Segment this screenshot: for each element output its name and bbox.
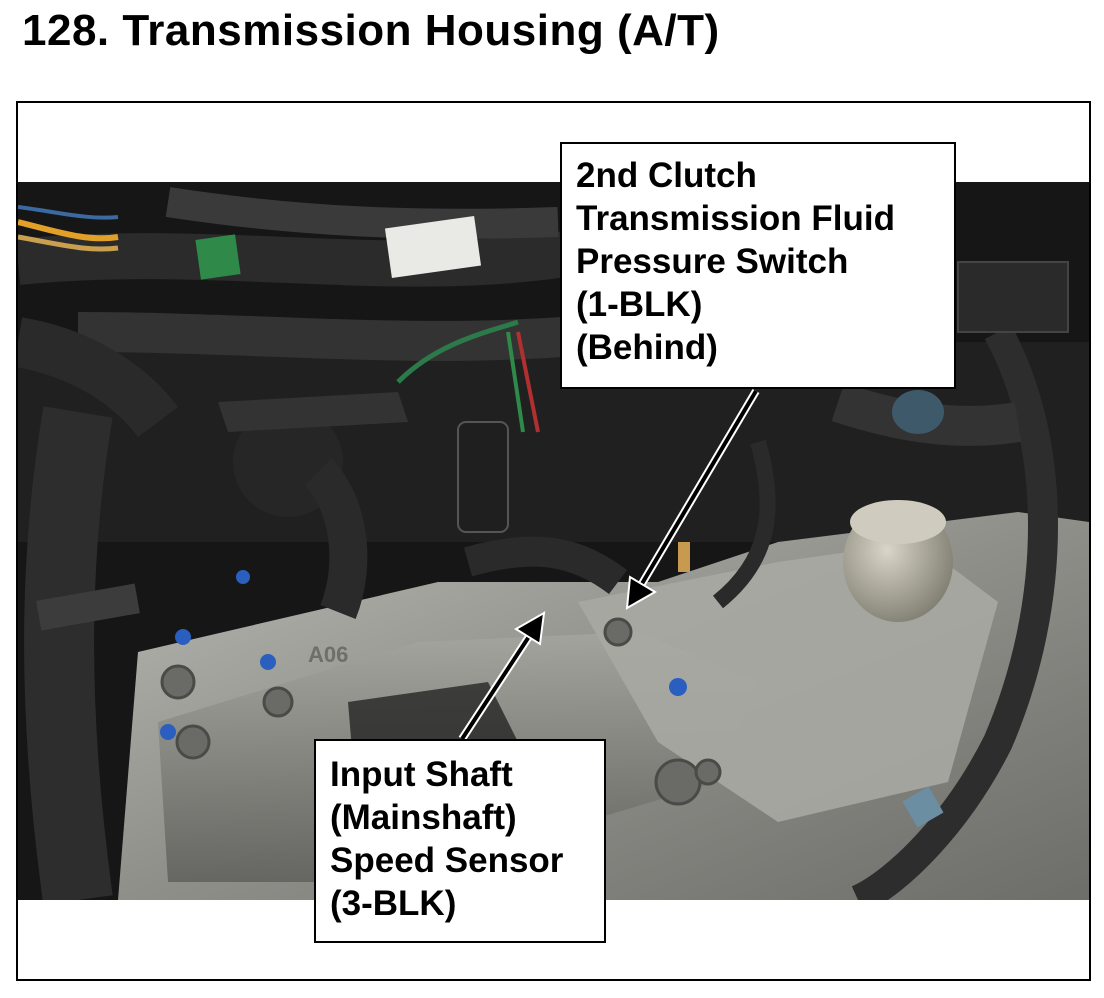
callout-line: Speed Sensor (330, 841, 564, 880)
callout-line: (Mainshaft) (330, 798, 517, 837)
callout-line: (Behind) (576, 328, 718, 367)
callout-line: Pressure Switch (576, 242, 849, 281)
callout-line: (1-BLK) (576, 285, 703, 324)
embossed-housing-text: A06 (308, 642, 348, 667)
callout-line: (3-BLK) (330, 884, 457, 923)
figure-frame: A06 (16, 101, 1091, 981)
callout-line: Input Shaft (330, 755, 513, 794)
callout-line: Transmission Fluid (576, 199, 895, 238)
callout-line: 2nd Clutch (576, 156, 757, 195)
callout-clutch-pressure-switch: 2nd Clutch Transmission Fluid Pressure S… (560, 142, 956, 389)
page-title: 128. Transmission Housing (A/T) (22, 6, 720, 55)
callout-input-shaft-speed-sensor: Input Shaft (Mainshaft) Speed Sensor (3-… (314, 739, 606, 943)
